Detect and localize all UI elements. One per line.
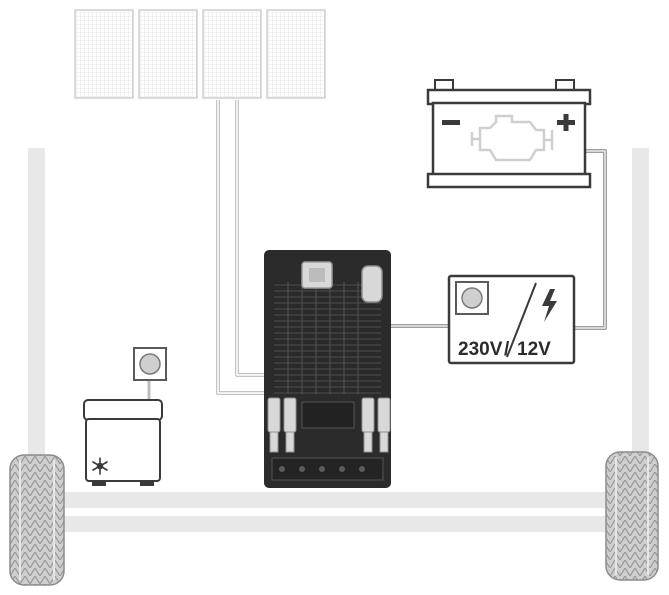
left-tire-icon [9, 454, 65, 586]
solar-panel-3 [202, 9, 262, 99]
solar-panel-icon [74, 9, 326, 99]
lightning-icon [542, 289, 557, 322]
converter-divider [506, 282, 537, 358]
cooler-socket-icon [133, 347, 167, 381]
frame-right-post [632, 148, 649, 508]
converter-box: 230V / 12V [447, 274, 576, 365]
solar-panel-2 [138, 9, 198, 99]
ac-inlet [361, 265, 383, 303]
solar-panel-1 [74, 9, 134, 99]
solar-panel-4 [266, 9, 326, 99]
converter-label-ac: 230V [458, 339, 503, 360]
snowflake-icon [92, 457, 108, 475]
converter-label-dc: 12V [517, 339, 551, 360]
right-tire-icon [605, 451, 659, 581]
mc4-connectors [267, 397, 391, 453]
chassis-rail-top [28, 492, 649, 508]
plus-sign [557, 114, 575, 131]
converter-label-separator: / [504, 339, 510, 360]
car-battery-icon [426, 79, 592, 189]
vehicle-frame [28, 148, 649, 532]
power-station-icon [264, 250, 391, 488]
cooler-box-icon [83, 399, 163, 486]
socket-icon [455, 281, 489, 315]
engine-icon [470, 114, 554, 162]
chassis-rail-bottom [28, 516, 649, 532]
minus-sign [442, 120, 460, 125]
frame-left-post [28, 148, 45, 508]
